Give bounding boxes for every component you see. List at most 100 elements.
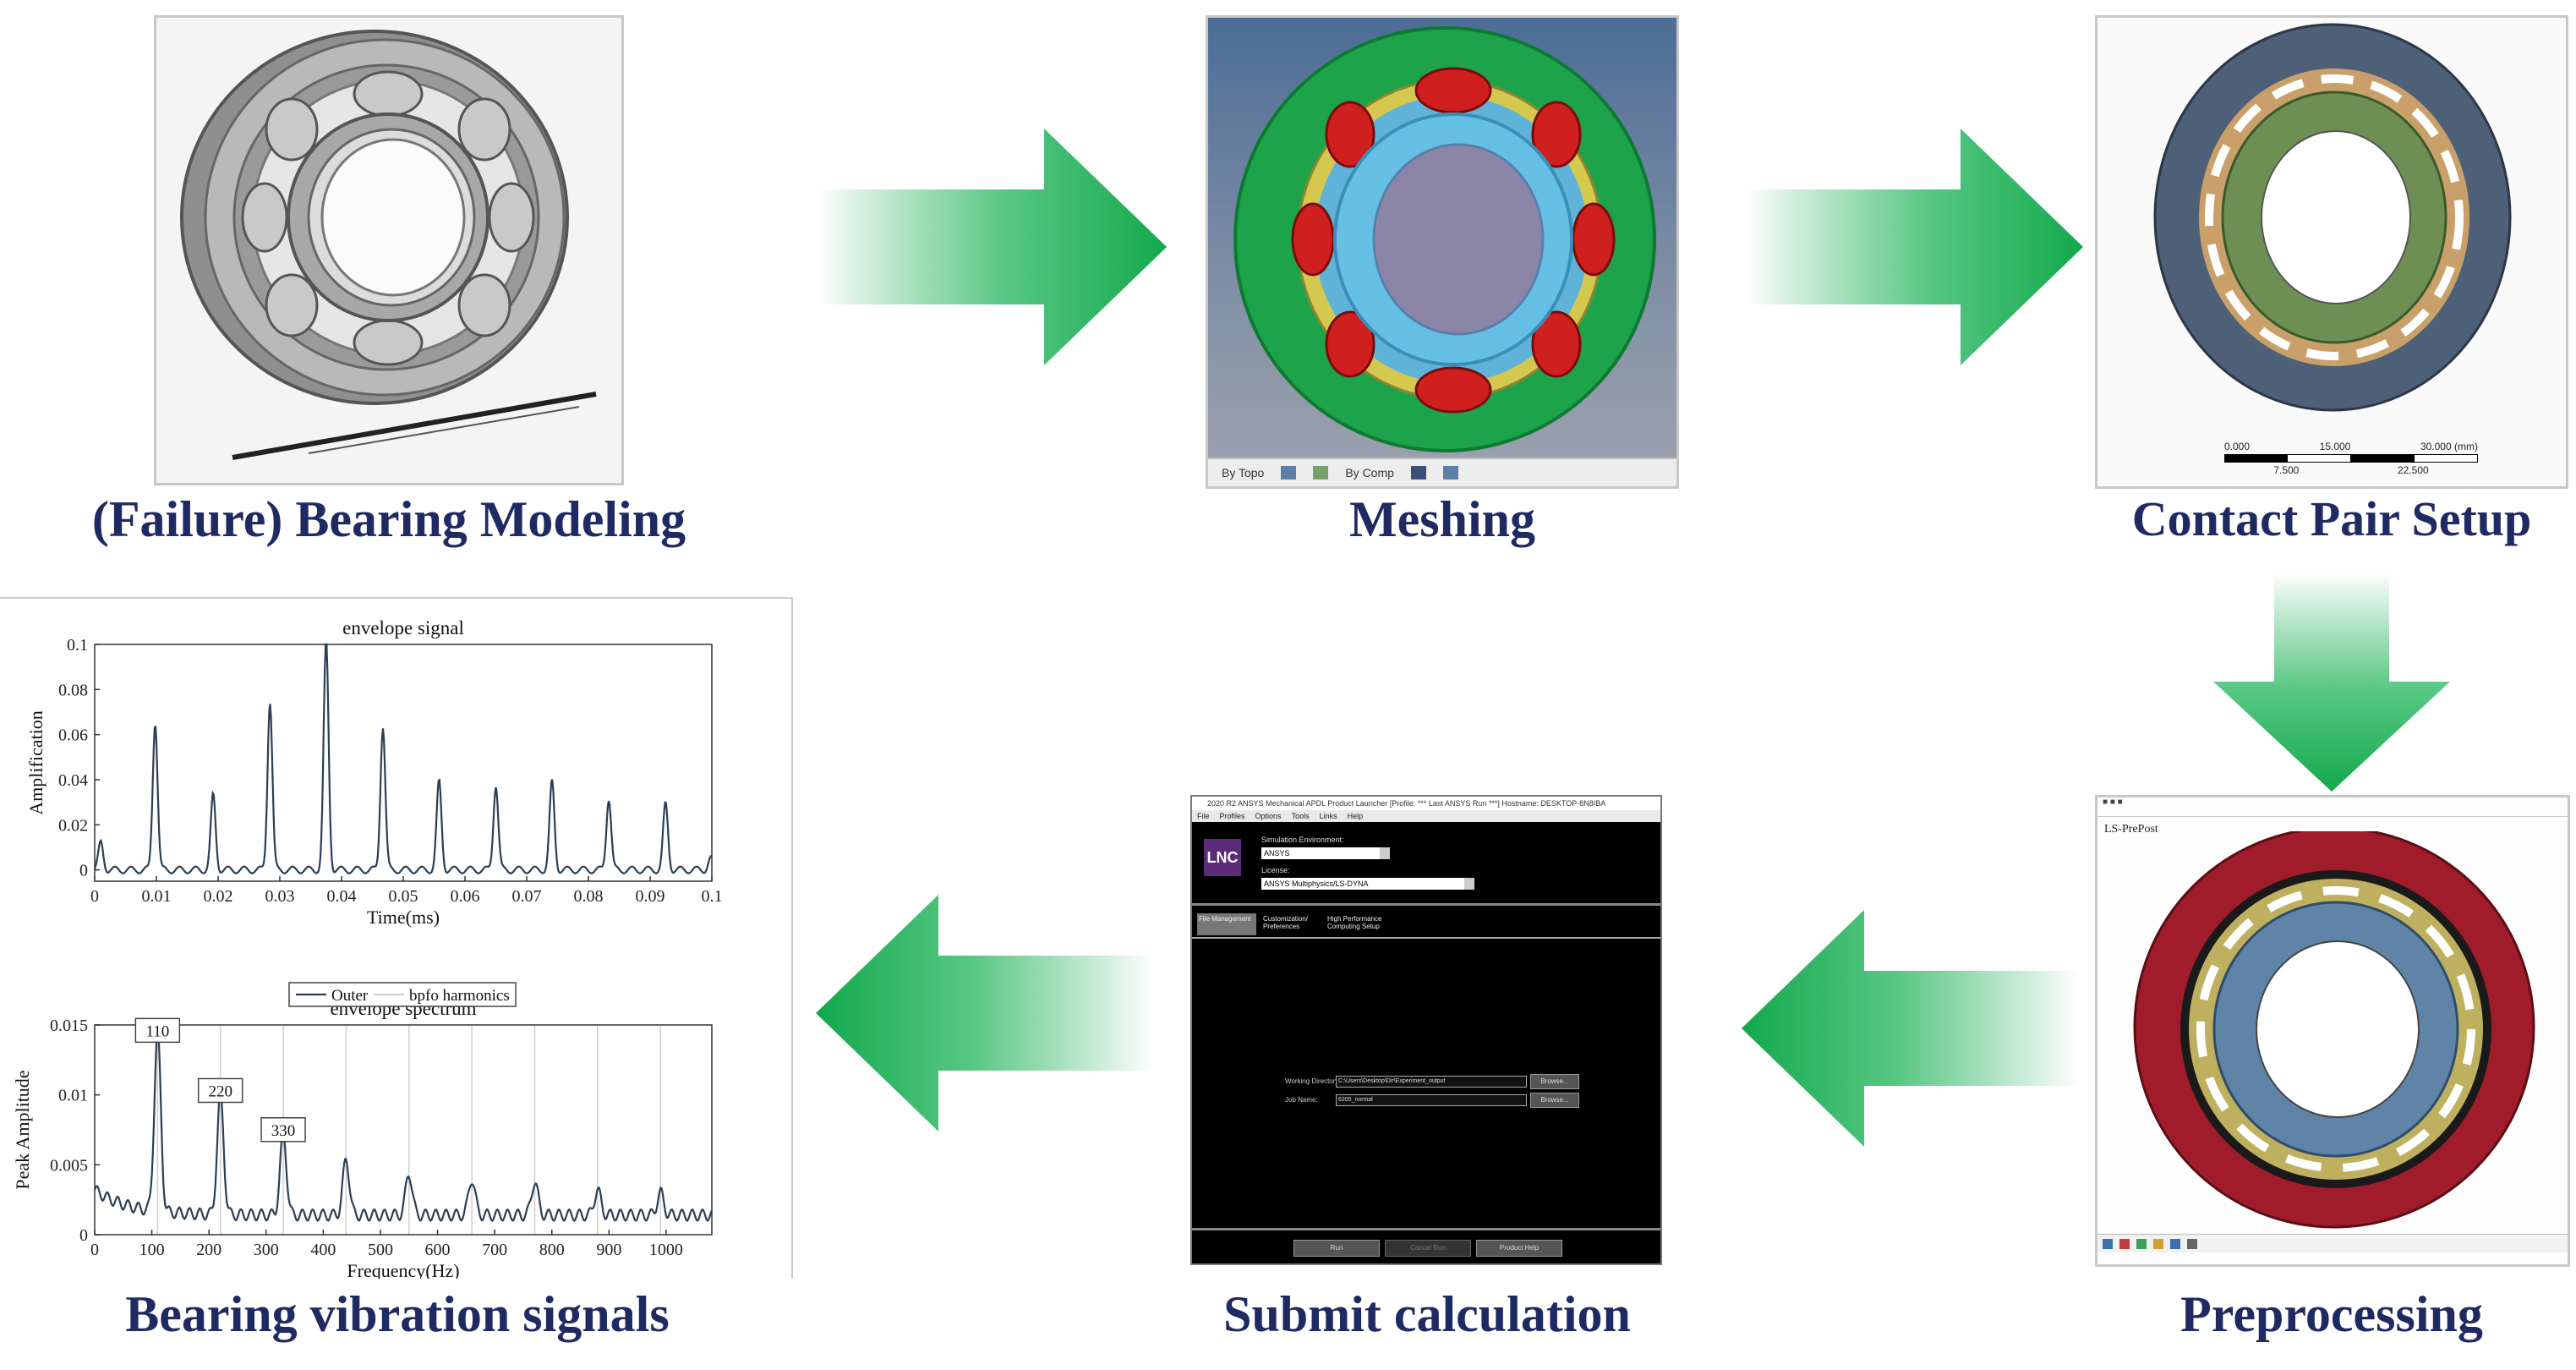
y-tick-label: 0.015	[50, 1017, 88, 1035]
caption-contact-pair: Contact Pair Setup	[2131, 491, 2532, 546]
scale-top-2: 30.000 (mm)	[2420, 441, 2478, 452]
contact-pair-image: 0.000 15.000 30.000 (mm) 7.500 22.500	[2095, 15, 2568, 489]
x-tick-label: 0	[90, 1241, 99, 1259]
browse-button[interactable]: Browse...	[1530, 1074, 1579, 1089]
menu-help[interactable]: Help	[1347, 812, 1364, 820]
launcher-separator	[1192, 903, 1660, 906]
menu-options[interactable]: Options	[1255, 812, 1282, 820]
toolbar-icon[interactable]	[2187, 1238, 2197, 1249]
menu-tools[interactable]: Tools	[1291, 812, 1310, 820]
tab-hpc-setup[interactable]: High Performance Computing Setup	[1327, 915, 1382, 930]
legend-label-outer: Outer	[331, 987, 369, 1005]
caption-signals: Bearing vibration signals	[125, 1286, 670, 1342]
toolbar-icon[interactable]	[1410, 466, 1426, 480]
mesh-toolbar: By Topo By Comp	[1208, 458, 1676, 486]
toolbar-icon[interactable]	[1281, 466, 1297, 480]
x-tick-label: 0.02	[204, 887, 233, 906]
product-help-button[interactable]: Product Help	[1476, 1240, 1562, 1257]
cancel-run-button[interactable]: Cancel Run	[1385, 1240, 1471, 1257]
signal-line	[93, 1027, 714, 1223]
chart-title: envelope signal	[342, 617, 464, 638]
x-tick-label: 0.06	[451, 887, 480, 906]
prepost-app-label: LS-PrePost	[2104, 823, 2158, 836]
x-tick-label: 800	[539, 1241, 565, 1259]
y-tick-label: 0	[79, 862, 88, 880]
y-tick-label: 0.1	[67, 636, 88, 655]
arrow-left-2	[816, 895, 1154, 1132]
annotation-box	[197, 1077, 243, 1104]
arrow-right-2	[1745, 129, 2083, 365]
launcher-logo: LNC	[1204, 839, 1241, 876]
bearing-model-image	[154, 15, 624, 485]
x-tick-label: 0	[90, 887, 99, 906]
x-tick-label: 0.04	[327, 887, 357, 906]
job-name-label: Job Name:	[1285, 1096, 1318, 1104]
x-tick-label: 600	[425, 1241, 451, 1259]
x-tick-label: 900	[596, 1241, 621, 1259]
chevron-down-icon[interactable]	[1464, 878, 1474, 890]
x-tick-label: 0.05	[389, 887, 418, 906]
caption-preprocessing: Preprocessing	[2180, 1286, 2483, 1342]
toolbar-icon[interactable]	[2119, 1238, 2130, 1249]
toolbar-icon[interactable]	[1313, 466, 1329, 480]
preprocessing-image: ■ ■ ■ LS-PrePost	[2095, 795, 2570, 1267]
x-tick-label: 400	[310, 1241, 336, 1259]
toolbar-icon[interactable]	[2170, 1238, 2180, 1249]
x-axis-label: Time(ms)	[367, 907, 440, 928]
tab-customization[interactable]: Customization/ Preferences	[1263, 915, 1308, 930]
x-tick-label: 200	[196, 1241, 222, 1259]
signal-line	[93, 643, 713, 874]
x-tick-label: 500	[368, 1241, 393, 1259]
launcher-title-bar: 2020 R2 ANSYS Mechanical APDL Product La…	[1192, 797, 1660, 810]
launcher-bottom-separator	[1192, 1228, 1660, 1230]
y-tick-label: 0.08	[58, 681, 88, 699]
annotation-label: 330	[271, 1122, 296, 1140]
annotation-box	[260, 1117, 306, 1143]
prepost-toolbar	[2097, 1234, 2568, 1252]
env-label: Simulation Environment:	[1261, 836, 1344, 844]
scale-bar: 0.000 15.000 30.000 (mm) 7.500 22.500	[2224, 441, 2478, 483]
menu-links[interactable]: Links	[1319, 812, 1337, 820]
y-tick-label: 0.01	[58, 1087, 88, 1105]
license-label: License:	[1261, 866, 1290, 874]
working-dir-label: Working Directory:	[1285, 1077, 1341, 1085]
y-tick-label: 0.005	[50, 1156, 88, 1175]
arrow-right-1	[816, 129, 1167, 365]
menu-profiles[interactable]: Profiles	[1219, 812, 1245, 820]
run-button[interactable]: Run	[1293, 1240, 1380, 1257]
scale-bottom-1: 22.500	[2397, 464, 2429, 476]
env-select[interactable]: ANSYS	[1261, 847, 1382, 859]
x-tick-label: 300	[254, 1241, 279, 1259]
toolbar-icon[interactable]	[1442, 466, 1458, 480]
x-axis-label: Frequency(Hz)	[347, 1260, 459, 1279]
y-tick-label: 0.04	[58, 771, 88, 790]
prepost-render	[2133, 831, 2535, 1229]
scale-top-1: 15.000	[2319, 441, 2351, 452]
x-tick-label: 0.07	[512, 887, 542, 906]
toolbar-icon[interactable]	[2103, 1238, 2113, 1249]
toolbar-by-topo[interactable]: By Topo	[1222, 466, 1265, 480]
legend-label-harmonics: bpfo harmonics	[409, 987, 510, 1005]
toolbar-icon[interactable]	[2153, 1238, 2163, 1249]
meshing-image: By Topo By Comp	[1206, 15, 1679, 489]
caption-meshing: Meshing	[1348, 491, 1536, 547]
job-name-input[interactable]: 6205_normal	[1336, 1094, 1527, 1106]
tab-file-management[interactable]: File Management	[1197, 913, 1256, 935]
y-tick-label: 0.06	[58, 726, 88, 745]
working-dir-input[interactable]: C:\Users\Desktop\Dir\Experiment_output	[1336, 1076, 1527, 1088]
chart-plot-area	[94, 1024, 713, 1236]
x-tick-label: 0.03	[265, 887, 295, 906]
toolbar-icon[interactable]	[2136, 1238, 2147, 1249]
y-axis-label: Peak Amplitude	[12, 1070, 33, 1189]
browse-button[interactable]: Browse...	[1530, 1093, 1579, 1108]
license-select[interactable]: ANSYS Multiphysics/LS-DYNA	[1261, 878, 1467, 890]
arrow-down	[2213, 572, 2450, 792]
chevron-down-icon[interactable]	[1380, 847, 1390, 859]
scale-bottom-0: 7.500	[2273, 464, 2300, 476]
tab-underline	[1192, 937, 1660, 939]
toolbar-by-comp[interactable]: By Comp	[1345, 466, 1394, 480]
caption-bearing-modeling: (Failure) Bearing Modeling	[91, 491, 686, 547]
prepost-menubar: ■ ■ ■	[2097, 797, 2568, 817]
mesh-render	[1233, 26, 1656, 452]
menu-file[interactable]: File	[1197, 812, 1210, 820]
